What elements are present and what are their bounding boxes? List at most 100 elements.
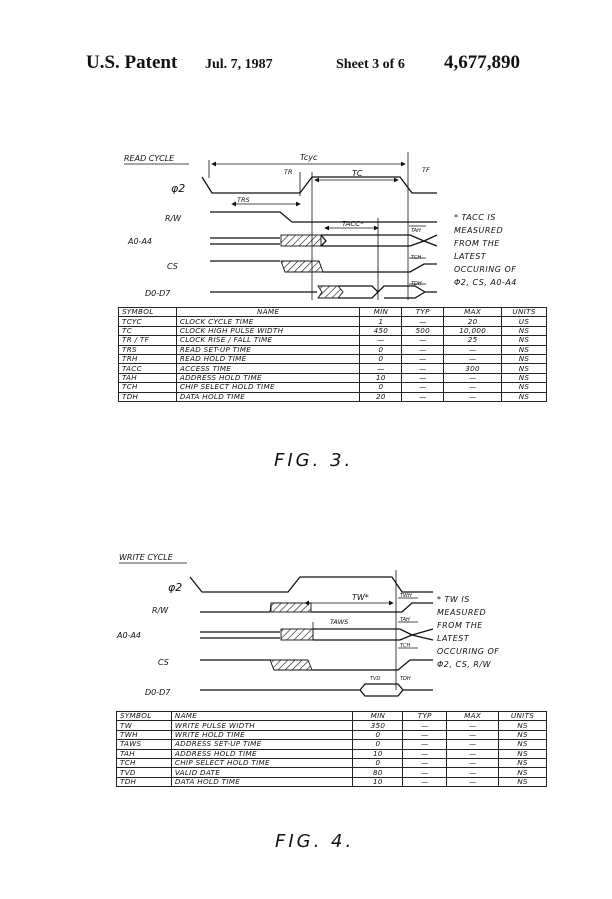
cell: nS	[501, 372, 547, 384]
table-header-row: SYMBOL NAME MIN TYP MAX UNITS	[116, 710, 547, 722]
fig3-label-tah: TAH	[411, 228, 421, 234]
fig3-note-line: OCCURING OF	[454, 265, 517, 274]
fig4-label-twh: TWH	[400, 593, 412, 599]
cell: nS	[498, 757, 547, 769]
fig3-signal-addr: A0-A4	[127, 237, 152, 246]
fig3-signal-cs: CS	[167, 262, 178, 271]
cell: DATA HOLD TIME	[170, 776, 354, 788]
fig3-label-tc: TC	[352, 169, 363, 178]
cell: 80	[352, 767, 404, 778]
cell: —	[402, 776, 448, 788]
cell: ADDRESS SET-UP TIME	[170, 739, 354, 750]
cell: —	[401, 391, 445, 402]
fig3-signal-rw: R/W	[165, 214, 182, 223]
col-units: UNITS	[498, 710, 547, 722]
cell: CLOCK HIGH PULSE WIDTH	[175, 325, 361, 337]
cell: —	[446, 739, 500, 750]
fig4-note-line: MEASURED	[437, 608, 487, 617]
cell: —	[443, 391, 503, 402]
fig4-label-tch: TCH	[400, 643, 411, 649]
fig3-note-line: FROM THE	[454, 239, 500, 248]
table-row: Tr / TfCLOCK RISE / FALL TIME——25nS	[118, 335, 547, 346]
cell: Trs	[118, 344, 177, 355]
cell: nS	[501, 335, 547, 346]
cell: —	[401, 335, 445, 346]
cell: 20	[359, 391, 403, 402]
cell: 0	[352, 739, 404, 750]
cell: DATA HOLD TIME	[175, 391, 361, 402]
cell: nS	[501, 363, 547, 374]
fig4-signal-addr: A0-A4	[116, 631, 141, 640]
fig3-label-tf: TF	[422, 166, 430, 174]
cell: 10	[352, 776, 404, 788]
cell: CHIP SELECT HOLD TIME	[170, 757, 354, 769]
cell: 500	[401, 325, 445, 337]
fig4-signal-cs: CS	[158, 658, 169, 667]
patent-date: Jul. 7, 1987	[205, 57, 273, 72]
cell: nS	[498, 739, 547, 750]
col-min: MIN	[352, 710, 404, 722]
cell: CLOCK CYCLE TIME	[175, 316, 361, 327]
cell: 0	[359, 344, 403, 355]
fig3-label-tcyc: Tcyc	[300, 153, 318, 162]
fig4-caption: FIG. 4.	[275, 831, 355, 852]
table-row: TaccACCESS TIME——300nS	[118, 363, 547, 374]
cell: Tah	[116, 748, 172, 759]
fig4-note: * TW IS MEASURED FROM THE LATEST OCCURIN…	[437, 593, 537, 671]
cell: WRITE PULSE WIDTH	[170, 720, 354, 731]
col-max: MAX	[446, 710, 500, 722]
col-max: MAX	[443, 306, 503, 318]
cell: nS	[501, 353, 547, 365]
cell: 20	[443, 316, 503, 327]
cell: —	[359, 363, 403, 374]
cell: 0	[352, 729, 404, 741]
cell: 0	[359, 353, 403, 365]
col-units: UNITS	[501, 306, 547, 318]
fig4-signal-rw: R/W	[152, 606, 169, 615]
fig4-note-line: OCCURING OF	[437, 647, 500, 656]
fig3-spec-table: SYMBOL NAME MIN TYP MAX UNITS TcycCLOCK …	[118, 306, 547, 402]
cell: READ HOLD TIME	[175, 353, 361, 365]
cell: —	[401, 316, 445, 327]
cell: —	[443, 353, 503, 365]
cell: —	[402, 748, 448, 759]
cell: —	[359, 335, 403, 346]
fig3-label-tacc: TACC*	[342, 220, 364, 228]
fig4-note-line: * TW IS	[437, 595, 470, 604]
cell: 1	[359, 316, 403, 327]
fig3-caption: FIG. 3.	[274, 450, 354, 471]
cell: WRITE HOLD TIME	[170, 729, 354, 741]
cell: ADDRESS HOLD TIME	[170, 748, 354, 759]
cell: nS	[501, 344, 547, 355]
col-min: MIN	[359, 306, 403, 318]
cell: CHIP SELECT HOLD TIME	[175, 382, 361, 393]
fig4-spec-table: SYMBOL NAME MIN TYP MAX UNITS TwWRITE PU…	[116, 710, 547, 788]
cell: nS	[501, 391, 547, 402]
cell: —	[446, 729, 500, 741]
cell: —	[401, 372, 445, 384]
cell: 300	[443, 363, 503, 374]
cell: 10,000	[443, 325, 503, 337]
cell: 25	[443, 335, 503, 346]
cell: nS	[498, 767, 547, 778]
cell: nS	[498, 729, 547, 741]
cell: nS	[498, 776, 547, 788]
fig3-note-line: φ2, CS, A0-A4	[454, 278, 517, 287]
cell: nS	[501, 325, 547, 337]
fig4-signal-phi2: φ2	[168, 581, 182, 594]
cell: CLOCK RISE / FALL TIME	[175, 335, 361, 346]
cell: Taws	[116, 739, 172, 750]
cell: Tr / Tf	[118, 335, 177, 346]
fig3-label-trs: TRS	[237, 196, 250, 204]
fig4-label-tw: TW*	[352, 593, 369, 602]
cell: 450	[359, 325, 403, 337]
